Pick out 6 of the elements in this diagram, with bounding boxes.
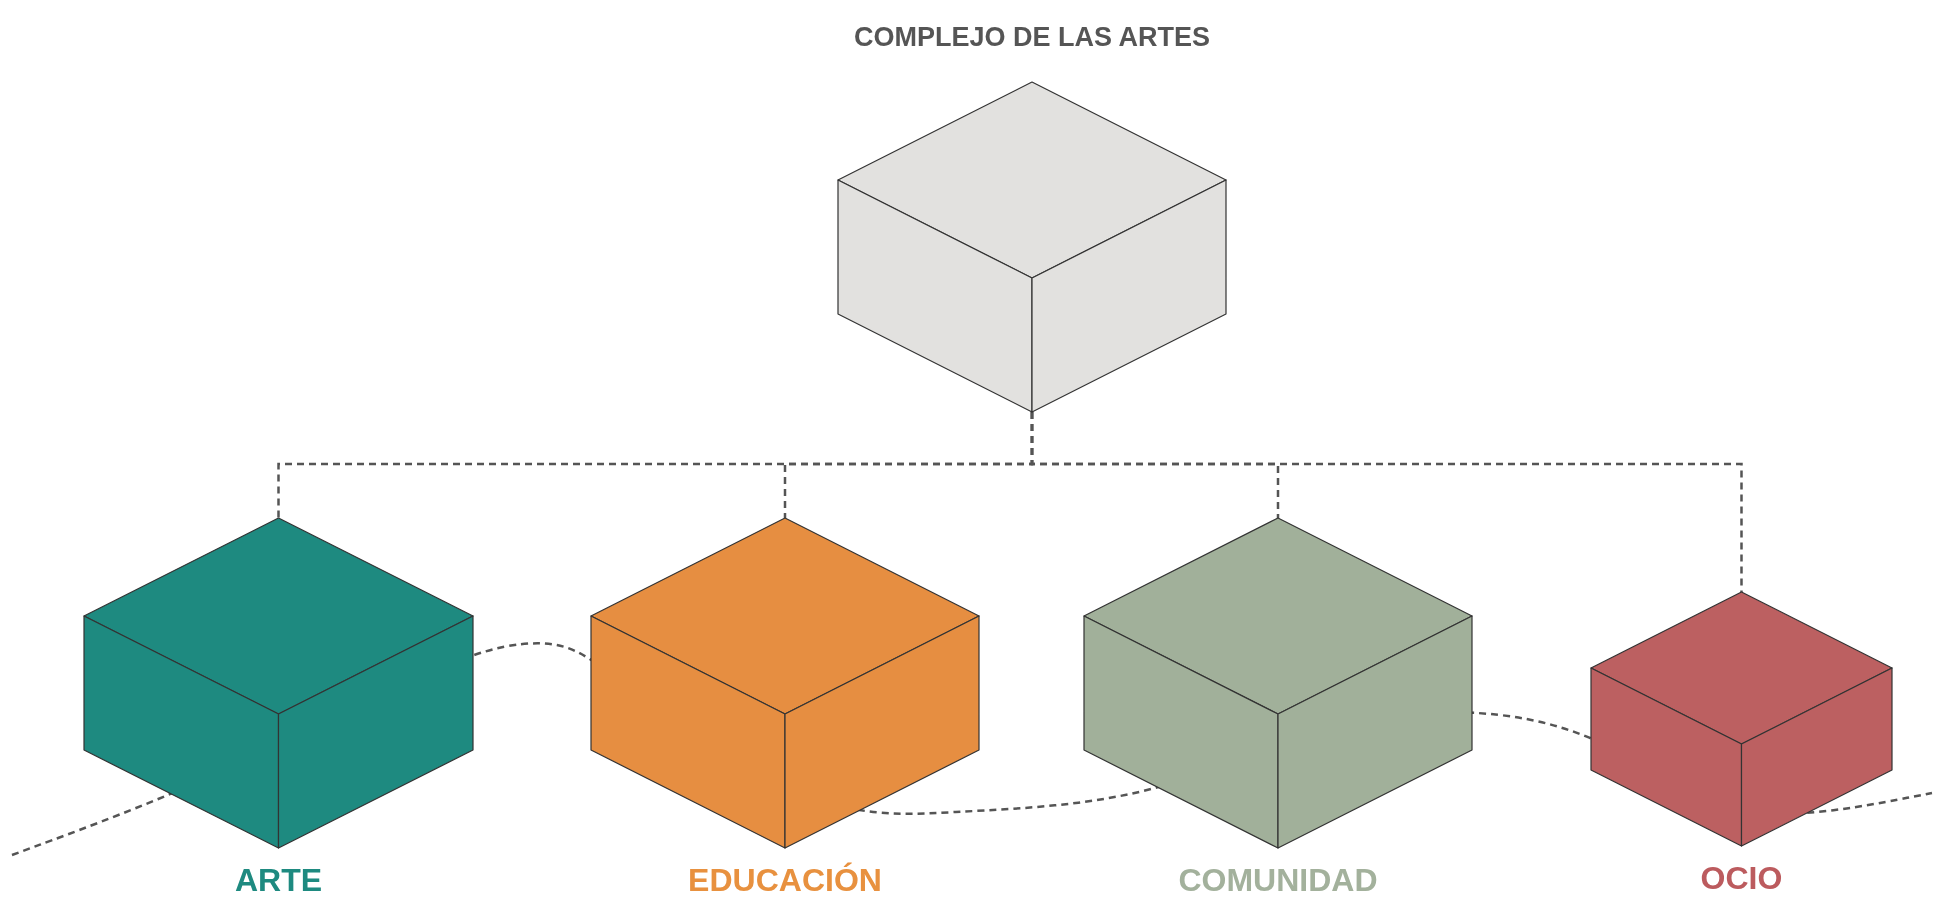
node-label: ARTE (234, 862, 323, 899)
node-label: EDUCACIÓN (688, 862, 882, 899)
dashed-connector (1030, 412, 1743, 592)
node-label: OCIO (1700, 860, 1783, 897)
node-label: COMPLEJO DE LAS ARTES (853, 22, 1210, 53)
node-label: COMUNIDAD (1178, 862, 1378, 899)
